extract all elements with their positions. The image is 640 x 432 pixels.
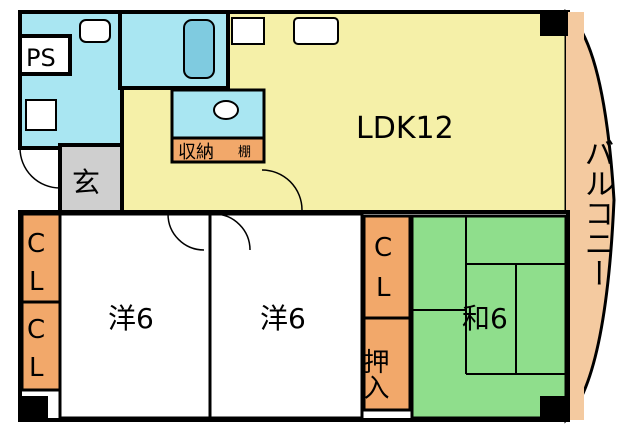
closet-2-label-c: C <box>27 315 45 345</box>
western-room-2-label: 洋6 <box>260 302 306 335</box>
washing-machine-icon <box>25 99 57 131</box>
ldk-door <box>261 169 303 211</box>
wall-corner-br <box>540 396 568 420</box>
toilet-icon <box>213 100 239 120</box>
storage-box <box>170 136 266 164</box>
ldk-floor <box>224 10 570 216</box>
closet-3-label-c: C <box>374 233 392 263</box>
shelf-label: 棚 <box>238 145 251 160</box>
western-room-2 <box>208 212 364 420</box>
ldk-label: LDK12 <box>356 111 454 146</box>
bedroom-2-door <box>213 213 251 251</box>
kitchen-sink-icon <box>293 17 339 45</box>
closet-1 <box>20 212 62 304</box>
wall-corner-bl <box>20 396 48 420</box>
closet-3-label-l: L <box>376 273 391 303</box>
closet-2-label-l: L <box>29 353 44 383</box>
ps-box <box>18 34 72 76</box>
balcony-label: バルコニー <box>579 138 614 288</box>
balcony-strip <box>566 12 584 420</box>
western-room-1-label: 洋6 <box>108 302 154 335</box>
stove-icon <box>231 17 265 45</box>
closet-1-label-c: C <box>27 229 45 259</box>
oshiire-label: 押入 <box>359 348 389 400</box>
ps-label: PS <box>26 44 56 72</box>
bathtub-icon <box>183 19 215 79</box>
japanese-room <box>410 214 568 420</box>
entrance-label: 玄 <box>72 166 100 199</box>
entrance-door <box>19 147 61 189</box>
wall-corner-tr <box>540 12 568 36</box>
closet-2 <box>20 300 62 392</box>
closet-3 <box>362 214 412 320</box>
closet-1-label-l: L <box>29 267 44 297</box>
washbasin-icon <box>79 19 111 43</box>
bedroom-1-door <box>167 213 205 251</box>
western-room-1 <box>58 212 212 420</box>
oshiire <box>362 316 412 412</box>
japanese-room-label: 和6 <box>462 302 508 335</box>
storage-label: 収納 <box>178 142 214 163</box>
